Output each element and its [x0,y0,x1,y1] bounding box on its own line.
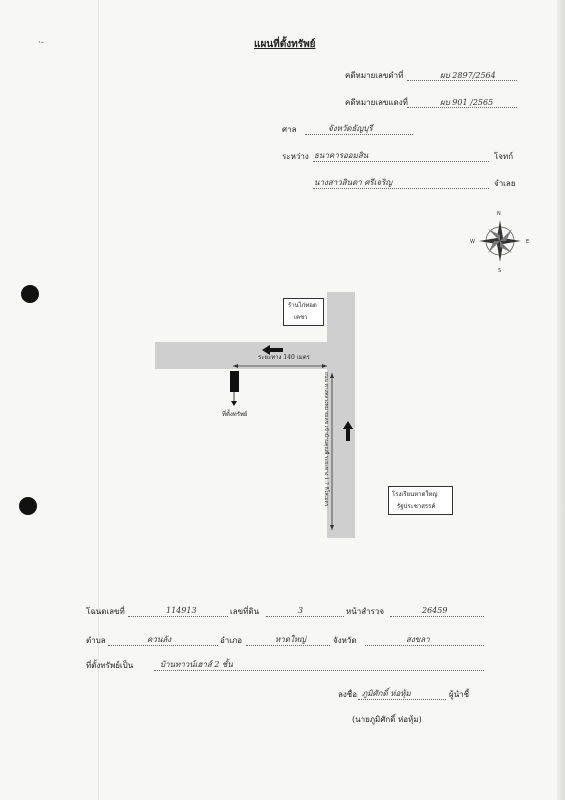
deed-label: โฉนดเลขที่ [86,607,125,616]
school-label-1: โรงเรียนหาดใหญ่ [392,491,438,498]
property-label: ที่ตั้งทรัพย์ [222,411,248,418]
punch-hole-bottom [19,497,37,515]
district-label: อำเภอ [220,636,243,645]
province-label: จังหวัด [333,636,357,645]
property-type-value: บ้านทาวน์เฮาส์ 2 ชั้น [160,660,233,669]
signature-line [358,699,446,700]
road-vertical [327,292,355,538]
signer-role: ผู้นำชี้ [449,690,470,699]
signer-name: ภูมิศักดิ์ ห่อหุ้ม [362,689,411,698]
punch-hole-top [21,285,39,303]
province-value: สงขลา [406,635,430,644]
subdistrict-value: ควนลัง [147,635,172,644]
subdistrict-line [108,645,218,646]
shop-landmark-box: ร้านไก่ทอด เคชา [283,298,324,326]
court-value: จังหวัดธัญบุรี [328,124,373,133]
defendant-name: นางสาวสินดา ศรีเจริญ [314,178,393,187]
survey-line [390,616,484,617]
red-case-label: คดีหมายเลขแดงที่ [345,98,408,107]
deed-value: 114913 [166,606,197,615]
direction-arrow-up-icon [343,421,353,441]
subdistrict-label: ตำบล [86,636,106,645]
school-label-2: รัฐประชาสรรค์ [397,503,436,510]
compass-rose-icon: N S W E [470,211,529,274]
survey-label: หน้าสำรวจ [346,607,385,616]
page-edge-shadow [557,0,565,800]
red-case-value: ผบ 901 /2565 [440,98,494,107]
survey-value: 26459 [422,606,448,615]
black-case-line [407,80,517,81]
shop-label-2: เคชา [294,314,308,321]
black-case-value: ผบ 2897/2564 [440,71,496,80]
district-line [246,645,330,646]
road-vertical-label: ถนน ทางหลวงหมายเลข เข้าบ้านคุณพี่ ระยะทา… [323,372,329,507]
compass-s-label: S [498,268,501,274]
school-landmark-box: โรงเรียนหาดใหญ่ รัฐประชาสรรค์ [388,486,453,515]
sign-label: ลงชื่อ [338,690,358,699]
plaintiff-line [313,161,489,162]
compass-n-label: N [497,211,501,217]
direction-arrow-left-icon [262,345,283,355]
distance-horizontal-label: ระยะทาง 140 เมตร [258,354,310,361]
land-value: 3 [298,606,304,615]
corner-mark: ·- [38,38,44,48]
land-label: เลขที่ดิน [230,607,260,616]
property-marker [230,371,239,392]
plaintiff-role: โจทก์ [494,152,514,161]
property-type-label: ที่ตั้งทรัพย์เป็น [86,661,134,670]
plaintiff-name: ธนาคารออมสิน [314,151,369,160]
compass-w-label: W [470,239,475,245]
red-case-line [407,107,517,108]
district-value: หาดใหญ่ [275,635,306,644]
black-case-label: คดีหมายเลขดำที่ [345,71,404,80]
defendant-line [313,188,489,189]
property-type-line [154,670,484,671]
court-line [305,134,413,135]
road-horizontal [155,342,355,369]
shop-label-1: ร้านไก่ทอด [288,302,317,309]
deed-line [128,616,228,617]
defendant-role: จำเลย [494,179,516,188]
printed-name: (นายภูมิศักดิ์ ห่อหุ้ม) [352,715,422,724]
land-line [266,616,344,617]
province-line [365,645,484,646]
compass-e-label: E [526,239,529,245]
page-title: แผนที่ตั้งทรัพย์ [254,39,316,50]
court-label: ศาล [282,125,297,134]
page-fold-line [98,0,99,800]
between-label: ระหว่าง [282,152,309,161]
